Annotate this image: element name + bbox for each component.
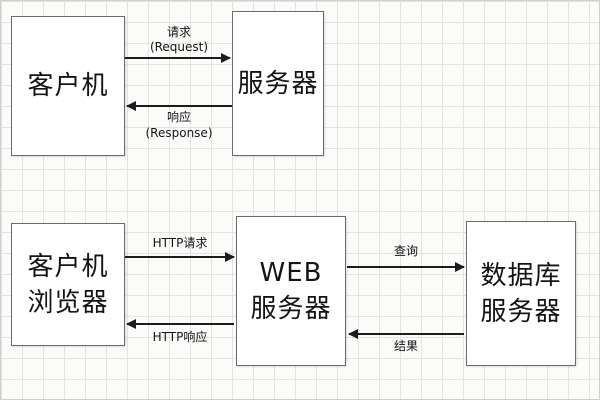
result-arrowhead-icon <box>348 329 358 339</box>
web-server-box-label-line1: WEB <box>259 258 323 288</box>
web-server-box-label-line2: 服务器 <box>250 294 332 324</box>
browser-box-label-line2: 浏览器 <box>27 287 109 318</box>
request-sublabel: (Request) <box>149 40 209 54</box>
request-arrowhead-icon <box>221 53 231 63</box>
response-label: 响应 <box>166 110 192 124</box>
browser-box-label-line1: 客户机 <box>27 251 109 282</box>
query-arrow <box>347 262 465 272</box>
query-label: 查询 <box>393 244 419 258</box>
result-label: 结果 <box>393 339 419 353</box>
request-label: 请求 <box>166 25 192 39</box>
database-server-box: 数据库 服务器 <box>466 221 576 366</box>
response-arrow <box>126 101 232 111</box>
http-response-label: HTTP响应 <box>152 330 208 344</box>
query-arrowhead-icon <box>455 262 465 272</box>
http-request-arrowhead-icon <box>225 252 235 262</box>
database-server-box-label-line2: 服务器 <box>480 296 562 327</box>
database-server-box-label-line1: 数据库 <box>480 260 562 291</box>
server-box: 服务器 <box>232 11 324 156</box>
http-response-arrow <box>126 319 234 329</box>
client-box-label: 客户机 <box>27 71 109 101</box>
http-request-label: HTTP请求 <box>152 236 208 250</box>
response-arrowhead-icon <box>126 101 136 111</box>
server-box-label: 服务器 <box>237 68 319 99</box>
client-box: 客户机 <box>11 16 125 156</box>
response-sublabel: (Response) <box>145 126 213 140</box>
web-server-box: WEB 服务器 <box>236 216 346 366</box>
browser-box: 客户机 浏览器 <box>11 223 125 346</box>
http-request-arrow <box>125 252 235 262</box>
http-response-arrowhead-icon <box>126 319 136 329</box>
request-arrow <box>125 53 231 63</box>
result-arrow <box>348 329 464 339</box>
